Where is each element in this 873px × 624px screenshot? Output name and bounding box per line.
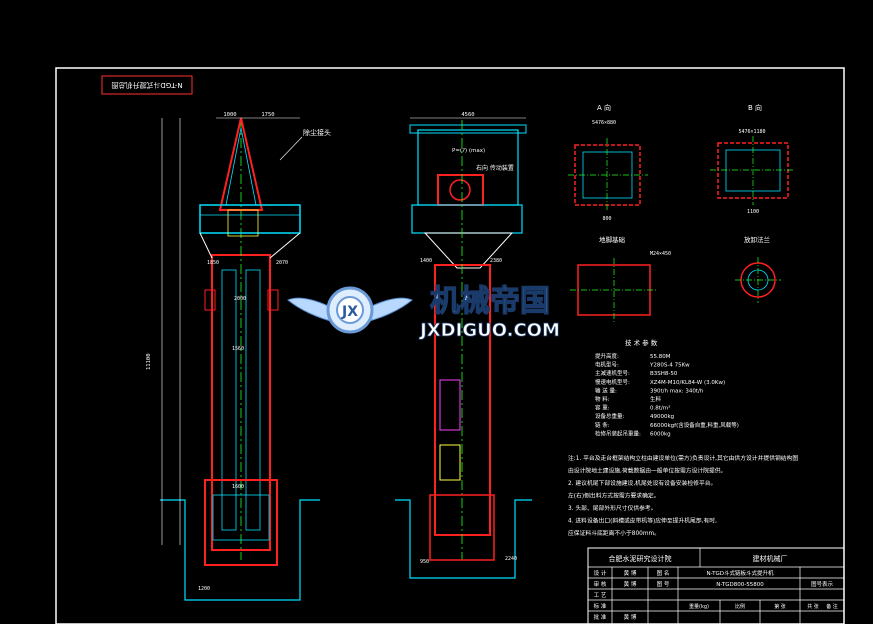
param-value: 0.8t/m³ (650, 405, 670, 412)
param-label: 物 料: (595, 395, 610, 403)
view-a-bottom: 800 (602, 216, 611, 222)
front-dim-1: 1400 (420, 258, 432, 264)
view-b-dim: 5476×1180 (738, 129, 765, 135)
notes-block: 注:1. 平台及走台框架结构立柱由建设单位(需方)负责设计,其它由供方设计并提供… (568, 454, 798, 537)
discharge-view: 放卸法兰 (735, 235, 781, 303)
note-line: 应保证料斗底距离不小于800mm。 (568, 529, 660, 537)
tech-params: 技 术 参 数 提升高度: 55.80M 电机型号: Y280S-4 75Kw 主减速机… (595, 338, 739, 437)
foundation-view: 地脚基础 M24×450 (570, 235, 671, 322)
tb-col-2: 图 号 (657, 580, 670, 588)
foundation-dim: M24×450 (650, 251, 671, 257)
param-value: 6000kg (650, 431, 671, 437)
side-dim-6: 1560 (232, 346, 244, 352)
param-value: B3SH8-50 (650, 371, 678, 377)
view-a-dim: 5476×880 (592, 120, 616, 126)
side-top-dim-1: 1000 (223, 112, 236, 118)
tb-drawing-no: N-TGD800-55800 (716, 582, 764, 588)
tb-role-4: 标 准 (594, 602, 607, 610)
front-top-dim: 4560 (461, 112, 474, 118)
param-value: 55.80M (650, 354, 671, 360)
tb-role-1: 设 计 (594, 569, 607, 577)
discharge-label: 放卸法兰 (744, 235, 771, 244)
view-b: B 向 5476×1180 1100 (710, 103, 795, 215)
tb-col-1: 图 名 (657, 569, 670, 577)
side-dim-1: 1850 (207, 260, 219, 266)
param-value: 49000kg (650, 414, 674, 420)
tb-role-3: 工 艺 (594, 592, 607, 599)
side-dim-4: 1600 (232, 484, 244, 490)
param-label: 提升高度: (595, 352, 619, 360)
tb-bottom-5: 备 注 (826, 603, 838, 610)
param-label: 设备总重量: (595, 412, 625, 420)
param-value: 390t/h max: 340t/h (650, 388, 704, 394)
front-dim-2: 2380 (490, 258, 502, 264)
drawing-frame (55, 67, 845, 624)
param-label: 链 条: (595, 421, 610, 429)
front-dim-3: 950 (420, 559, 429, 565)
param-label: 输 送 量: (595, 386, 617, 394)
param-label: 主减速机型号: (595, 369, 630, 377)
tb-drawing-name: N-TGD斗式链板斗式提升机 (707, 569, 774, 577)
view-b-width: 1100 (747, 209, 759, 215)
side-height: 11100 (146, 353, 152, 370)
tb-factory: 建材机械厂 (753, 554, 788, 563)
params-title: 技 术 参 数 (625, 338, 658, 347)
side-view: 1000 1750 除尘接头 1850 2070 2000 1600 1200 … (146, 112, 331, 601)
stamp-text: N-TGD斗式提升机总图 (111, 81, 182, 90)
side-dim-5: 1200 (198, 586, 210, 592)
param-label: 电机型号: (595, 361, 619, 369)
tb-bottom-3: 第 张 (774, 603, 786, 610)
title-block: 合肥水泥研究设计院 建材机械厂 设 计 审 核 工 艺 标 准 批 准 黄 博 … (587, 547, 845, 624)
tb-sign-2: 黄 博 (624, 580, 637, 588)
tb-role-5: 批 准 (594, 613, 607, 621)
tb-bottom-4: 共 张 (807, 603, 819, 610)
tb-institute: 合肥水泥研究设计院 (609, 554, 672, 563)
side-label-dust: 除尘接头 (303, 128, 331, 137)
param-label: 容 重: (595, 404, 610, 412)
side-dim-2: 2070 (276, 260, 288, 266)
note-line: 左(右)侧出料方式按需方要求确定。 (568, 492, 659, 500)
front-label-note: P=(?) (max) (452, 148, 485, 154)
tb-extra: 图号表示 (811, 580, 834, 588)
foundation-label: 地脚基础 (599, 235, 626, 244)
param-label: 检修吊装起吊重量: (595, 429, 641, 437)
watermark-wings-icon: JX (287, 286, 413, 334)
view-b-label: B 向 (748, 103, 762, 112)
side-top-dim-2: 1750 (261, 112, 274, 118)
svg-text:JX: JX (341, 304, 358, 320)
watermark: JX 机械帝国 JXDIGUO.COM (287, 283, 560, 341)
watermark-en: JXDIGUO.COM (418, 320, 560, 341)
tb-sign-1: 黄 博 (624, 569, 637, 577)
note-line: 由设计院地土建设施,荷载数据由一般单位按需方设计院提供。 (568, 467, 726, 475)
view-a: A 向 5476×880 800 (568, 103, 648, 222)
watermark-cn: 机械帝国 (430, 284, 550, 319)
note-line: 注:1. 平台及走台框架结构立柱由建设单位(需方)负责设计,其它由供方设计并提供… (568, 454, 798, 462)
tb-sign-3: 黄 博 (624, 613, 637, 621)
note-line: 4. 进料设备出口(斜槽或皮带机等)应伸至提升机尾部,有时, (568, 517, 717, 525)
tb-bottom-2: 比例 (735, 603, 745, 610)
tb-bottom-1: 重量(kg) (689, 603, 709, 610)
note-line: 3. 头部、尾部外形尺寸仅供参考。 (568, 504, 657, 512)
front-dim-4: 2240 (505, 556, 517, 562)
note-line: 2. 建议机尾下部设施建设,机尾处设有设备安装检修平台。 (568, 479, 716, 487)
view-a-label: A 向 (597, 103, 611, 112)
front-label-drive: 右向 传动装置 (476, 164, 514, 172)
params-rows: 提升高度: 55.80M 电机型号: Y280S-4 75Kw 主减速机型号: B3SH8… (595, 352, 739, 437)
tb-role-2: 审 核 (594, 580, 607, 588)
param-label: 慢速电机型号: (595, 378, 630, 386)
front-view: 4560 P=(?) (max) 右向 传动装置 1400 2380 950 2… (395, 112, 532, 579)
param-value: 66000kgf(含设备自重,料重,风载等) (650, 421, 739, 429)
stamp-box: N-TGD斗式提升机总图 (101, 75, 193, 95)
param-value: XZ4M-M10/KL84-W (3.0Kw) (650, 380, 725, 386)
side-dim-3: 2000 (234, 296, 246, 302)
param-value: 生料 (650, 395, 662, 403)
param-value: Y280S-4 75Kw (649, 363, 690, 369)
